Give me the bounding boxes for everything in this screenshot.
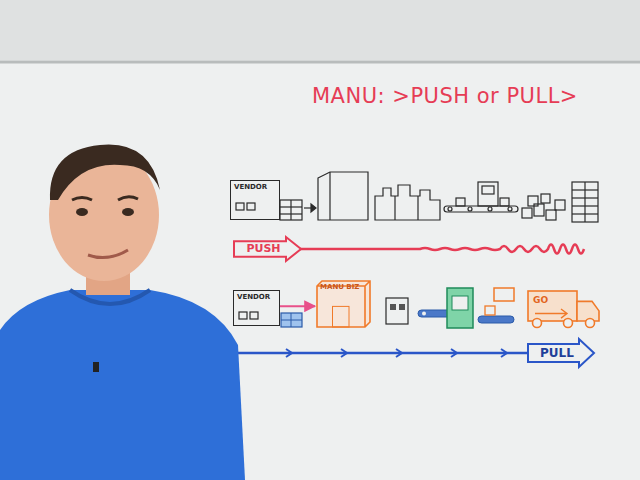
truck-cab	[577, 301, 599, 321]
diagram-title: MANU: >PUSH or PULL>	[312, 84, 578, 108]
pull-row-drawings	[239, 288, 514, 328]
truck-cargo	[528, 291, 577, 321]
pull-flow-line	[238, 352, 528, 355]
node-text: PUSH	[246, 243, 280, 255]
go-truck: GO	[527, 290, 600, 328]
truck-wheel	[533, 319, 542, 328]
push-row-drawings	[236, 172, 598, 222]
presenter	[0, 145, 245, 480]
manu-biz-box: MANU BIZ	[316, 280, 371, 328]
arrow-outline	[528, 339, 594, 367]
push-arrow: PUSH	[233, 236, 302, 262]
node-text: VENDOR	[237, 294, 270, 301]
node-text: VENDOR	[234, 184, 267, 191]
vendor-box: VENDOR	[230, 180, 280, 220]
node-text: MANU BIZ	[320, 284, 359, 291]
pull-arrow: PULL	[527, 338, 595, 368]
node-text: PULL	[540, 347, 574, 360]
push-wave-line	[283, 245, 584, 254]
vendor-box: VENDOR	[233, 290, 280, 326]
flow-arrow	[280, 305, 315, 307]
pull-flow-ticks	[286, 349, 507, 357]
wall	[0, 0, 640, 60]
arrow-outline	[234, 237, 301, 261]
truck-arrow	[535, 309, 567, 318]
node-text: GO	[533, 296, 548, 305]
truck-wheel	[564, 319, 573, 328]
box-door	[333, 306, 350, 327]
truck-wheel	[586, 319, 595, 328]
box-outline	[317, 281, 370, 327]
whiteboard	[0, 60, 640, 480]
board-frame	[0, 61, 640, 64]
